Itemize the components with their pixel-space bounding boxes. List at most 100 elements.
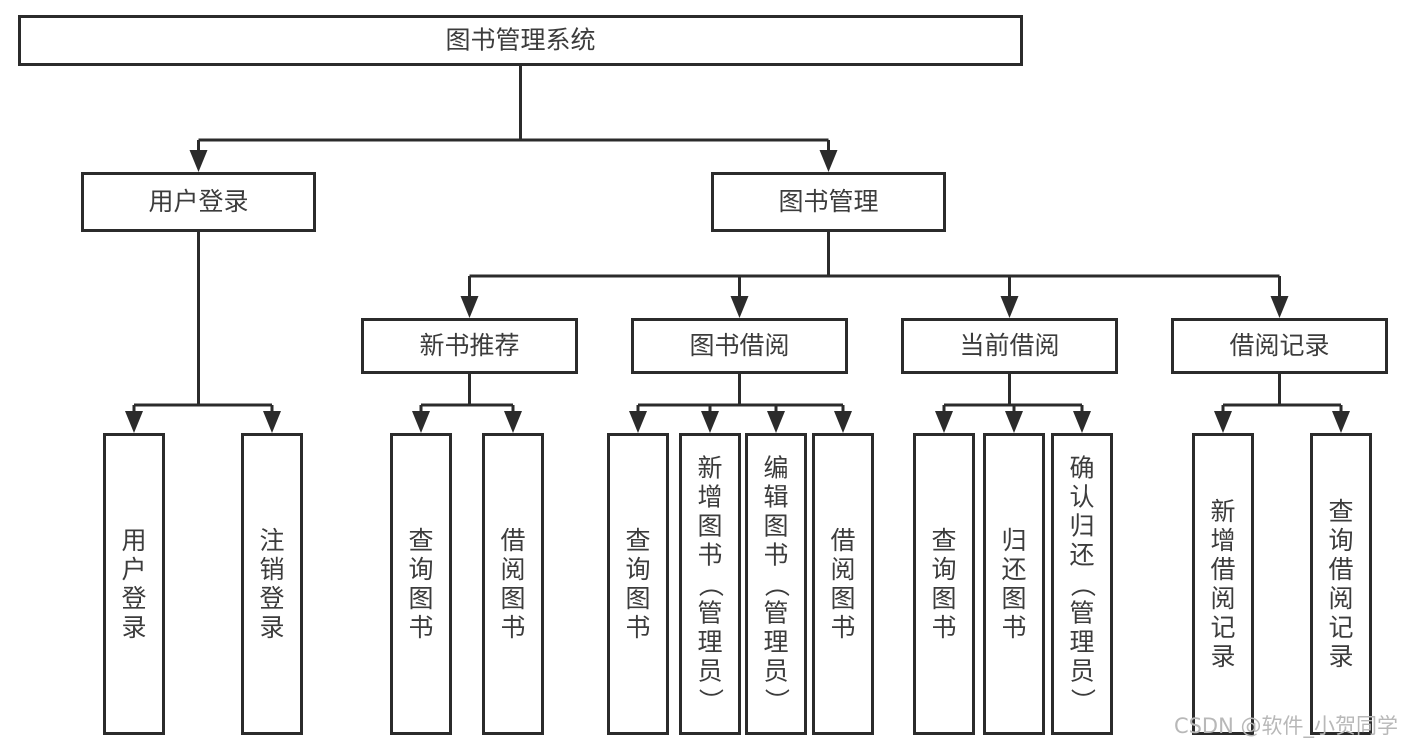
node-label-char: 阅 <box>1328 584 1353 613</box>
node-label-char: 图 <box>625 584 650 613</box>
arrow-head-icon <box>701 411 719 433</box>
node-box-leaf-query-book-borrow <box>607 433 669 735</box>
node-box-new-book-recommend <box>361 318 578 374</box>
node-box-leaf-borrow-book <box>812 433 874 735</box>
node-leaf-query-book-borrow[interactable]: 查询图书查询图书 <box>607 433 669 735</box>
node-label-char: 户 <box>121 555 146 584</box>
arrow-head-icon <box>1270 296 1289 318</box>
node-leaf-borrow-book[interactable]: 借阅图书借阅图书 <box>812 433 874 735</box>
node-leaf-user-logout[interactable]: 注销登录注销登录 <box>241 433 303 735</box>
node-label-char: 归 <box>1001 526 1026 555</box>
node-label-char: 书 <box>1001 613 1026 642</box>
node-box-leaf-borrow-book-recommend <box>482 433 544 735</box>
node-label-char: 借 <box>830 526 855 555</box>
node-label-char: 书 <box>408 613 433 642</box>
node-label-char: 图 <box>1001 584 1026 613</box>
node-label-char: 询 <box>1328 526 1353 555</box>
arrow-head-icon <box>189 150 208 172</box>
node-label-char: 新 <box>1210 497 1235 526</box>
node-label-char: 借 <box>1210 555 1235 584</box>
node-label-char: 还 <box>1001 555 1026 584</box>
node-leaf-return-book[interactable]: 归还图书归还图书 <box>983 433 1045 735</box>
arrow-head-icon <box>1214 411 1232 433</box>
node-label-char: 认 <box>1069 483 1094 512</box>
node-leaf-query-borrow-record[interactable]: 查询借阅记录查询借阅记录 <box>1310 433 1372 735</box>
node-label-char: 辑 <box>763 483 788 512</box>
node-label-char: 图 <box>763 512 788 541</box>
node-box-root <box>18 15 1023 66</box>
arrow-head-icon <box>504 411 522 433</box>
node-current-borrow[interactable]: 当前借阅 <box>901 318 1118 374</box>
node-label-char: 图 <box>931 584 956 613</box>
node-label-char: 图 <box>697 512 722 541</box>
node-new-book-recommend[interactable]: 新书推荐 <box>361 318 578 374</box>
node-label-char: 书 <box>697 541 722 570</box>
arrow-head-icon <box>767 411 785 433</box>
node-layer: 图书管理系统用户登录图书管理新书推荐图书借阅当前借阅借阅记录用户登录用户登录注销… <box>18 15 1388 735</box>
arrow-head-icon <box>1073 411 1091 433</box>
node-label-char: 录 <box>259 613 284 642</box>
node-leaf-borrow-book-recommend[interactable]: 借阅图书借阅图书 <box>482 433 544 735</box>
arrow-head-icon <box>263 411 281 433</box>
node-label-char: 员 <box>1069 657 1094 686</box>
node-label-char: 录 <box>1328 642 1353 671</box>
node-box-leaf-add-book-admin <box>679 433 741 735</box>
arrow-head-icon <box>1005 411 1023 433</box>
node-label-book-borrow: 图书借阅 <box>689 331 789 360</box>
node-label-char: 销 <box>259 555 284 584</box>
node-label-char: 记 <box>1328 613 1353 642</box>
node-root[interactable]: 图书管理系统 <box>18 15 1023 66</box>
arrow-head-icon <box>1000 296 1019 318</box>
node-box-leaf-query-book-recommend <box>390 433 452 735</box>
arrow-head-icon <box>460 296 479 318</box>
node-label-char: 登 <box>259 584 284 613</box>
node-label-char: 确 <box>1069 454 1094 483</box>
node-box-leaf-confirm-return-admin <box>1051 433 1113 735</box>
node-box-leaf-edit-book-admin <box>745 433 807 735</box>
node-label-char: 询 <box>931 555 956 584</box>
node-box-leaf-user-login <box>103 433 165 735</box>
node-label-char: 书 <box>931 613 956 642</box>
node-label-char: （ <box>696 572 725 597</box>
node-label-current-borrow: 当前借阅 <box>959 331 1059 360</box>
node-label-char: 增 <box>1210 526 1235 555</box>
node-label-char: 阅 <box>1210 584 1235 613</box>
node-box-leaf-add-borrow-record <box>1192 433 1254 735</box>
node-box-leaf-query-book-current <box>913 433 975 735</box>
node-label-char: 理 <box>697 628 722 657</box>
node-label-char: 查 <box>1328 497 1353 526</box>
node-label-char: 询 <box>625 555 650 584</box>
node-user-login[interactable]: 用户登录 <box>81 172 316 232</box>
node-leaf-user-login[interactable]: 用户登录用户登录 <box>103 433 165 735</box>
node-leaf-add-borrow-record[interactable]: 新增借阅记录新增借阅记录 <box>1192 433 1254 735</box>
arrow-head-icon <box>412 411 430 433</box>
node-label-char: 注 <box>259 526 284 555</box>
node-label-char: 理 <box>763 628 788 657</box>
node-box-book-borrow <box>631 318 848 374</box>
arrow-head-icon <box>935 411 953 433</box>
node-box-current-borrow <box>901 318 1118 374</box>
arrow-head-icon <box>125 411 143 433</box>
node-label-borrow-record: 借阅记录 <box>1229 331 1329 360</box>
node-label-char: 录 <box>1210 642 1235 671</box>
node-label-char: 新 <box>697 454 722 483</box>
node-book-borrow[interactable]: 图书借阅 <box>631 318 848 374</box>
node-leaf-query-book-recommend[interactable]: 查询图书查询图书 <box>390 433 452 735</box>
node-label-char: 图 <box>408 584 433 613</box>
arrow-head-icon <box>834 411 852 433</box>
node-label-char: 编 <box>763 454 788 483</box>
node-label-char: 还 <box>1069 541 1094 570</box>
node-book-manage[interactable]: 图书管理 <box>711 172 946 232</box>
node-label-char: 查 <box>931 526 956 555</box>
node-borrow-record[interactable]: 借阅记录 <box>1171 318 1388 374</box>
node-label-char: ） <box>762 688 791 713</box>
node-leaf-query-book-current[interactable]: 查询图书查询图书 <box>913 433 975 735</box>
node-box-leaf-return-book <box>983 433 1045 735</box>
node-label-char: 询 <box>408 555 433 584</box>
node-label-char: （ <box>1068 572 1097 597</box>
node-label-book-manage: 图书管理 <box>778 187 878 216</box>
